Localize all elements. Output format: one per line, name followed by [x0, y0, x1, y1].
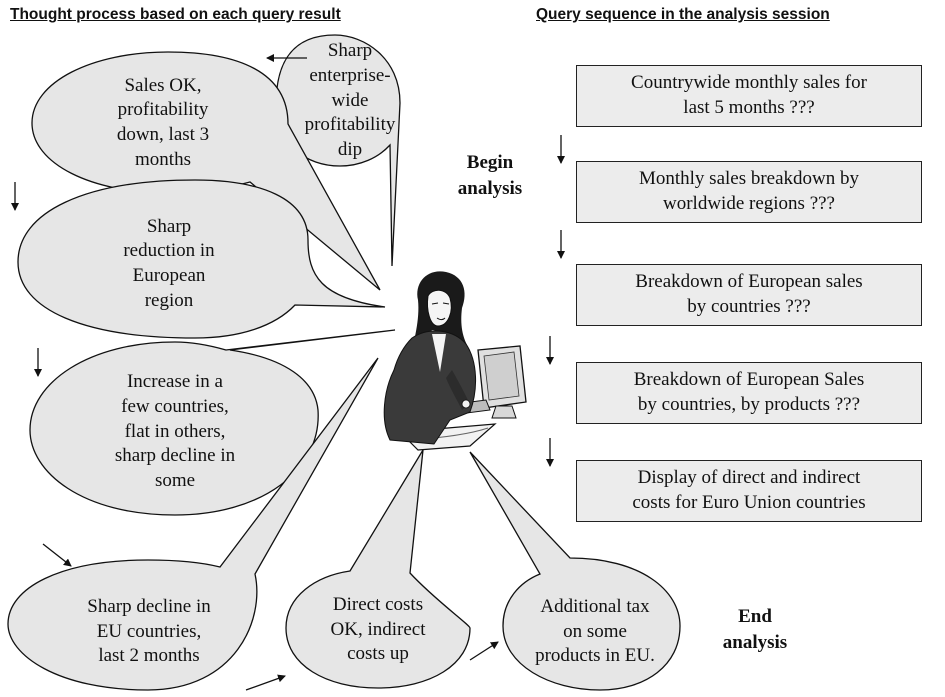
thought-bubble-6-shape	[285, 449, 471, 689]
begin-analysis-label: Begin analysis	[457, 152, 523, 199]
thought-bubble-5-shape	[7, 357, 379, 691]
thought-arrow-4	[42, 543, 72, 567]
thought-bubble-7-text: Additional tax on some products in EU.	[535, 595, 655, 667]
thought-bubble-4-shape	[29, 329, 396, 516]
thought-bubble-3-shape	[17, 179, 386, 339]
query-sequence-heading: Query sequence in the analysis session	[536, 6, 830, 23]
analyst-at-computer-icon	[383, 271, 527, 451]
query-box-1: Countrywide monthly sales for last 5 mon…	[576, 65, 922, 127]
query-box-5: Display of direct and indirect costs for…	[576, 460, 922, 522]
thought-bubble-6-text: Direct costs OK, indirect costs up	[330, 593, 426, 665]
thought-process-heading: Thought process based on each query resu…	[10, 6, 341, 23]
thought-bubble-7-shape	[469, 451, 681, 691]
query-box-3: Breakdown of European sales by countries…	[576, 264, 922, 326]
query-box-2: Monthly sales breakdown by worldwide reg…	[576, 161, 922, 223]
thought-arrow-6	[469, 641, 499, 661]
query-box-4: Breakdown of European Sales by countries…	[576, 362, 922, 424]
thought-bubble-4-text: Increase in a few countries, flat in oth…	[114, 371, 236, 492]
thought-arrow-5	[245, 674, 286, 691]
thought-bubble-1-text: Sharp enterprise- wide profitability dip	[304, 40, 396, 161]
thought-bubble-2-text: Sales OK, profitability down, last 3 mon…	[116, 74, 210, 170]
end-analysis-label: End analysis	[722, 606, 788, 653]
thought-bubble-5-text: Sharp decline in EU countries, last 2 mo…	[87, 595, 211, 667]
thought-bubble-3-text: Sharp reduction in European region	[123, 215, 215, 311]
